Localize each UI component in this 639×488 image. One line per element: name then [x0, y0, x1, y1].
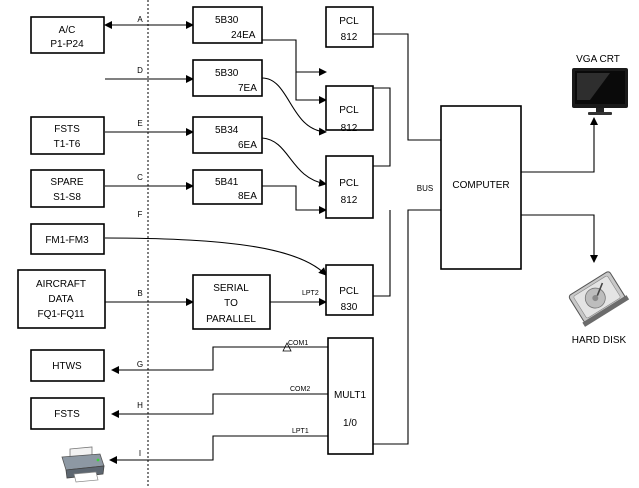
conditioner-5b41-count: 8EA [238, 191, 257, 202]
line-letter-i: I [139, 449, 141, 458]
pcl-812-3-model: 812 [341, 195, 358, 206]
conditioner-5b34-count: 6EA [238, 140, 257, 151]
pcl-812-1-model: 812 [341, 32, 358, 43]
ac-source-label-2: P1-P24 [50, 39, 84, 50]
wire-com2 [111, 393, 328, 418]
port-label-lpt1: LPT1 [292, 428, 309, 435]
warning-triangle-icon [282, 342, 292, 352]
port-label-com2: COM2 [290, 386, 310, 393]
line-letter-a: A [137, 15, 143, 24]
pcl-812-box-2 [325, 85, 374, 131]
bus-line [373, 209, 441, 445]
computer-box [440, 105, 522, 270]
mult1-io: 1/0 [343, 418, 357, 429]
aircraft-data-label-1: AIRCRAFT [36, 279, 86, 290]
wire-p2-p3 [373, 87, 391, 167]
pcl-812-2-model: 812 [341, 123, 358, 134]
line-f [104, 237, 327, 276]
printer-icon [61, 446, 105, 483]
computer-label: COMPUTER [452, 180, 509, 191]
conditioner-5b30-24ea-box [192, 6, 263, 44]
line-letter-b: B [137, 289, 142, 298]
line-letter-e: E [137, 119, 142, 128]
port-label-com1: COM1 [288, 340, 308, 347]
line-letter-c: C [137, 173, 143, 182]
ac-source-label-1: A/C [59, 25, 76, 36]
conditioner-5b41-model: 5B41 [215, 177, 239, 188]
conditioner-5b30-24ea-count: 24EA [231, 30, 256, 41]
aircraft-data-box [17, 269, 106, 329]
pcl-830-model: 830 [341, 302, 358, 313]
conditioner-5b34-model: 5B34 [215, 125, 239, 136]
pcl-812-2-name: PCL [339, 105, 359, 116]
line-letter-g: G [137, 360, 143, 369]
fsts-output-label: FSTS [54, 409, 80, 420]
conditioner-5b30-24ea-model: 5B30 [215, 15, 239, 26]
conditioner-5b34-box [192, 116, 263, 154]
serial-to-parallel-label-3: PARALLEL [206, 314, 256, 325]
ac-source-box [30, 16, 105, 54]
serial-to-parallel-label-1: SERIAL [213, 283, 249, 294]
wire-c1-p2 [295, 72, 327, 104]
line-letter-d: D [137, 66, 143, 75]
wire-com1 [111, 346, 328, 374]
wire-c2-p2 [261, 77, 327, 136]
pcl-830-box [325, 264, 374, 316]
pcl-812-box-1 [325, 6, 374, 48]
vga-crt-label: VGA CRT [576, 54, 620, 65]
wire-computer-vga [521, 117, 598, 173]
mult1-box [327, 337, 374, 455]
pcl-812-3-name: PCL [339, 178, 359, 189]
wire-c3-p3 [261, 137, 327, 187]
conditioner-5b30-7ea-model: 5B30 [215, 68, 239, 79]
spare-source-label-1: SPARE [50, 177, 83, 188]
wire-computer-hdd [521, 214, 598, 263]
pcl-830-name: PCL [339, 286, 359, 297]
mult1-name: MULT1 [334, 390, 366, 401]
pcl-812-box-3 [325, 155, 374, 219]
fsts-input-box [30, 116, 105, 155]
wire-c4-p3 [262, 185, 327, 214]
aircraft-data-label-3: FQ1-FQ11 [37, 309, 84, 320]
htws-label: HTWS [52, 361, 82, 372]
fsts-input-label-1: FSTS [54, 124, 80, 135]
htws-box [30, 349, 105, 382]
spare-source-label-2: S1-S8 [53, 192, 81, 203]
wire-c1-p1 [262, 39, 327, 76]
fsts-input-label-2: T1-T6 [54, 139, 81, 150]
conditioner-5b41-box [192, 169, 263, 205]
connection-lines [104, 21, 598, 464]
line-letter-f: F [138, 210, 143, 219]
wire-p4-bus [373, 210, 391, 297]
fm-source-label: FM1-FM3 [45, 235, 89, 246]
wire-lpt1 [109, 435, 328, 464]
conditioner-5b30-7ea-box [192, 59, 263, 97]
serial-to-parallel-box [192, 274, 271, 330]
fsts-output-box [30, 397, 105, 430]
pcl-812-1-name: PCL [339, 16, 359, 27]
wire-p1-computer [373, 33, 441, 141]
spare-source-box [30, 169, 105, 208]
monitor-icon [572, 68, 628, 115]
fm-source-box [30, 223, 105, 255]
conditioner-5b30-7ea-count: 7EA [238, 83, 257, 94]
serial-to-parallel-label-2: TO [224, 298, 238, 309]
port-label-lpt2: LPT2 [302, 290, 319, 297]
aircraft-data-label-2: DATA [48, 294, 74, 305]
line-letter-h: H [137, 401, 143, 410]
bus-label: BUS [417, 184, 433, 193]
hard-disk-icon [568, 271, 630, 327]
hard-disk-label: HARD DISK [572, 335, 627, 346]
